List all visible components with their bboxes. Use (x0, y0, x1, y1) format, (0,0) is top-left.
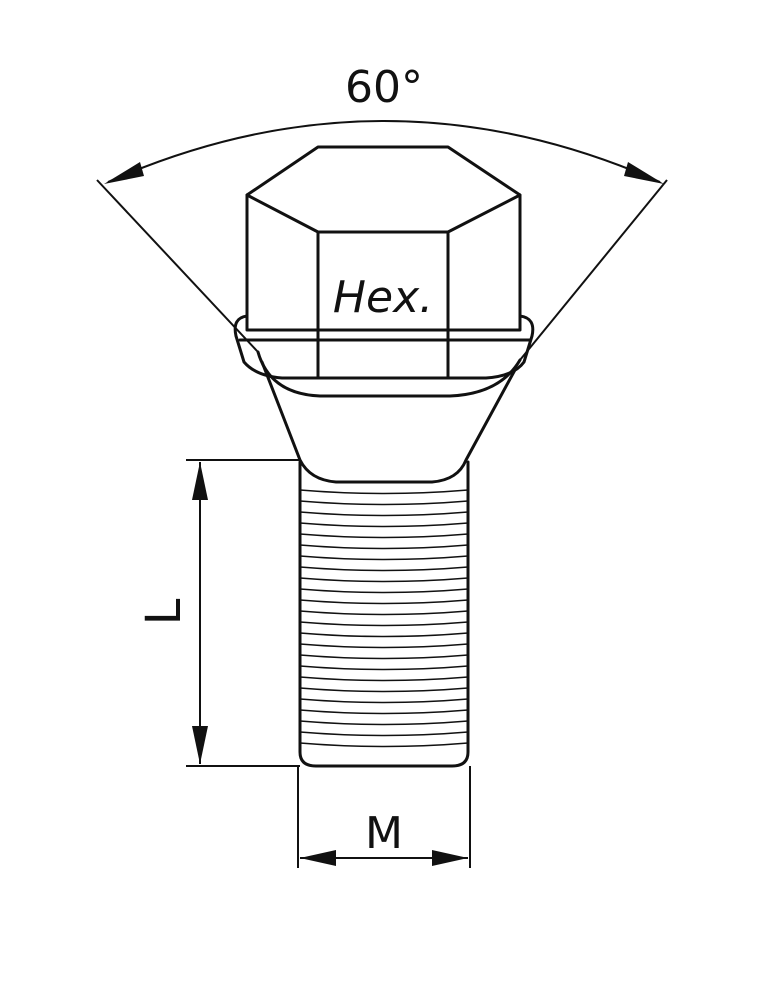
length-label: L (136, 598, 192, 625)
thread-arrow-left (300, 850, 336, 866)
thread-line (299, 610, 469, 616)
hex-label: Hex. (333, 272, 433, 323)
thread-line (299, 511, 469, 517)
thread-line (299, 621, 469, 627)
thread-line (299, 522, 469, 528)
thread-line (299, 632, 469, 638)
thread-line (299, 643, 469, 649)
thread-lines (299, 489, 469, 748)
threaded-shank (298, 460, 470, 768)
thread-line (299, 720, 469, 726)
collar (233, 314, 535, 380)
thread-line (299, 577, 469, 583)
angle-arrow-left (104, 162, 144, 184)
length-arrow-top (192, 462, 208, 500)
thread-line (299, 599, 469, 605)
thread-line (299, 676, 469, 682)
thread-line (299, 588, 469, 594)
thread-line (299, 665, 469, 671)
conical-seat (256, 350, 522, 484)
length-dimension: L (136, 459, 300, 767)
thread-line (299, 489, 469, 495)
thread-line (299, 555, 469, 561)
thread-line (299, 731, 469, 737)
thread-line (299, 533, 469, 539)
thread-line (299, 544, 469, 550)
length-arrow-bottom (192, 726, 208, 764)
thread-line (299, 687, 469, 693)
thread-line (299, 654, 469, 660)
angle-arrow-right (624, 162, 664, 184)
thread-label: M (365, 808, 403, 859)
thread-line (299, 742, 469, 748)
thread-line (299, 698, 469, 704)
hex-head: Hex. (245, 145, 522, 380)
thread-line (299, 709, 469, 715)
thread-dimension: M (297, 766, 471, 868)
thread-arrow-right (432, 850, 468, 866)
angle-dimension: 60° (104, 62, 664, 184)
thread-line (299, 566, 469, 572)
thread-line (299, 500, 469, 506)
angle-label: 60° (345, 62, 423, 113)
angle-extension-lines (96, 179, 668, 361)
